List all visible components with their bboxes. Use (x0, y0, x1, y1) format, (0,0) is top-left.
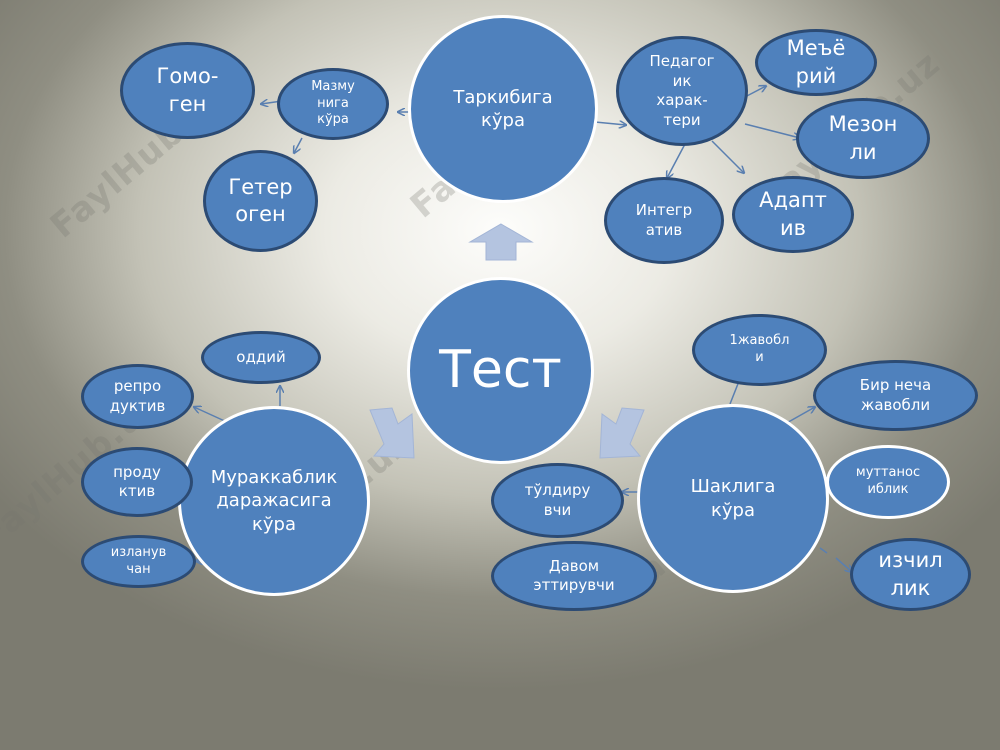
node-center: Тест (407, 277, 594, 464)
arrow-dash-sequence (819, 547, 828, 554)
node-research: изланув чан (81, 535, 196, 588)
node-continuation: Давом эттирувчи (491, 541, 657, 611)
node-productive: проду ктив (81, 447, 193, 517)
node-adaptive: Адапт ив (732, 176, 854, 253)
node-simple: оддий (201, 331, 321, 384)
node-multi-answer: Бир неча жавобли (813, 360, 978, 431)
node-form: Шаклига кўра (637, 404, 829, 593)
node-composition: Таркибига кўра (408, 15, 598, 203)
node-sequence: изчил лик (850, 538, 971, 611)
block-arrow-down-right (599, 407, 645, 459)
node-complexity: Мураккаблик даражасига кўра (178, 406, 370, 596)
node-heterogeneous: Гетер оген (203, 150, 318, 252)
node-content: Мазму нига кўра (277, 68, 389, 140)
node-fill-in: тўлдиру вчи (491, 463, 624, 538)
arrow-content-to-heterogeneous (294, 137, 303, 153)
node-reproductive: репро дуктив (81, 364, 194, 429)
node-normative: Меъё рий (755, 29, 877, 96)
arrow-pedagogical-to-integrative (667, 143, 686, 178)
block-arrow-down-left (369, 407, 415, 459)
node-one-answer: 1жавобл и (692, 314, 827, 386)
node-matching: муттанос иблик (826, 445, 950, 519)
arrow-pedagogical-to-mesonic (744, 123, 800, 138)
arrow-composition-to-pedagogical (594, 122, 626, 125)
node-mesonic: Мезон ли (796, 98, 930, 179)
node-homogeneous: Гомо- ген (120, 42, 255, 139)
arrow-form-to-sequence (835, 557, 852, 572)
node-pedagogical: Педагог ик харак- тери (616, 36, 748, 146)
block-arrow-up (468, 223, 534, 261)
node-integrative: Интегр атив (604, 177, 724, 264)
arrow-pedagogical-to-adaptive (711, 140, 744, 173)
